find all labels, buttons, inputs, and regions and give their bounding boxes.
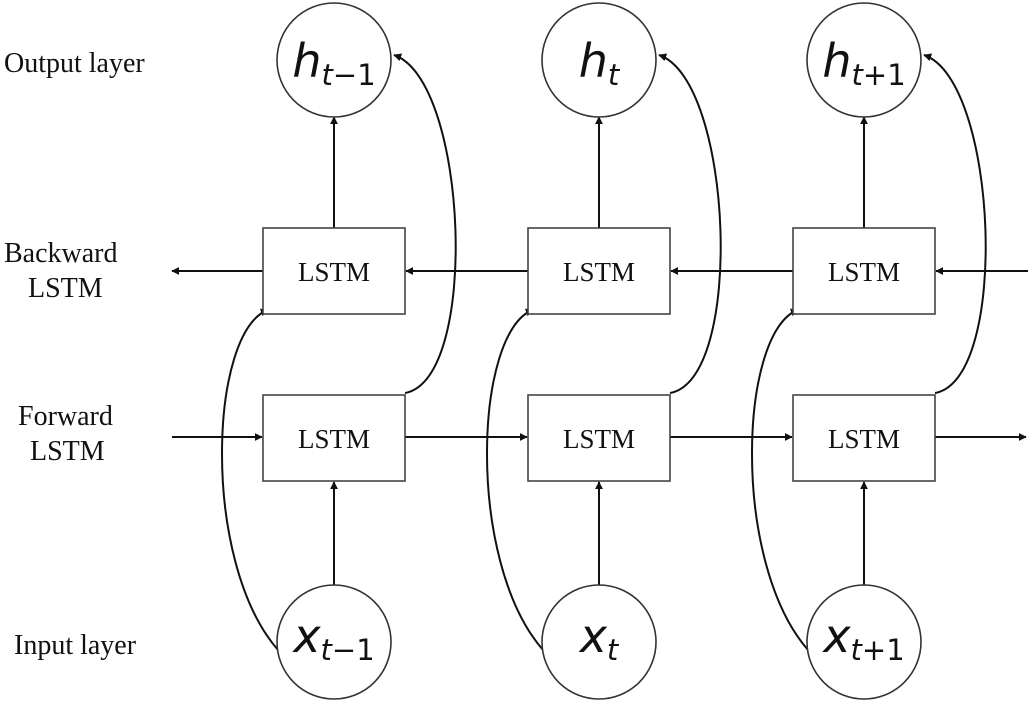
input-layer-label: Input layer	[14, 630, 137, 661]
backward-lstm-cell-label: LSTM	[828, 257, 900, 287]
output-node-label: ht+1	[822, 34, 905, 92]
forward-lstm-cell-label: LSTM	[828, 424, 900, 454]
output-node-label: ht−1	[292, 34, 375, 92]
output-layer-label: Output layer	[4, 48, 145, 79]
backward-lstm-cell	[792, 227, 936, 315]
input-node-label: xt	[578, 609, 620, 667]
backward-lstm-cell	[527, 227, 671, 315]
edge-input-to-backward	[751, 308, 809, 651]
forward-lstm-cell-label: LSTM	[563, 424, 635, 454]
edge-input-to-backward	[221, 308, 279, 651]
input-node	[276, 584, 392, 700]
timestep-t: LSTM LSTM ht xt	[486, 2, 722, 700]
forward-lstm-label-line1: Forward	[18, 401, 113, 432]
backward-lstm-cell-label: LSTM	[298, 257, 370, 287]
input-node-label: xt−1	[291, 609, 374, 667]
backward-lstm-cell	[262, 227, 406, 315]
backward-lstm-label-line1: Backward	[4, 238, 118, 269]
input-node	[806, 584, 922, 700]
output-node	[276, 2, 392, 118]
forward-lstm-cell-label: LSTM	[298, 424, 370, 454]
timestep-t-plus-1: LSTM LSTM ht+1 xt+1	[751, 2, 987, 700]
timestep-t-minus-1: LSTM LSTM ht−1 xt−1	[221, 2, 457, 700]
backward-lstm-label-line2: LSTM	[28, 273, 103, 304]
forward-lstm-cell	[792, 394, 936, 482]
edge-input-to-backward	[486, 308, 544, 651]
forward-lstm-label-line2: LSTM	[30, 436, 105, 467]
forward-lstm-cell	[527, 394, 671, 482]
output-node	[541, 2, 657, 118]
input-node	[541, 584, 657, 700]
backward-lstm-cell-label: LSTM	[563, 257, 635, 287]
input-node-label: xt+1	[821, 609, 904, 667]
edge-forward-to-output	[658, 53, 722, 394]
output-node-label: ht	[579, 34, 621, 92]
forward-lstm-cell	[262, 394, 406, 482]
output-node	[806, 2, 922, 118]
edge-forward-to-output	[393, 53, 457, 394]
edge-forward-to-output	[923, 53, 987, 394]
